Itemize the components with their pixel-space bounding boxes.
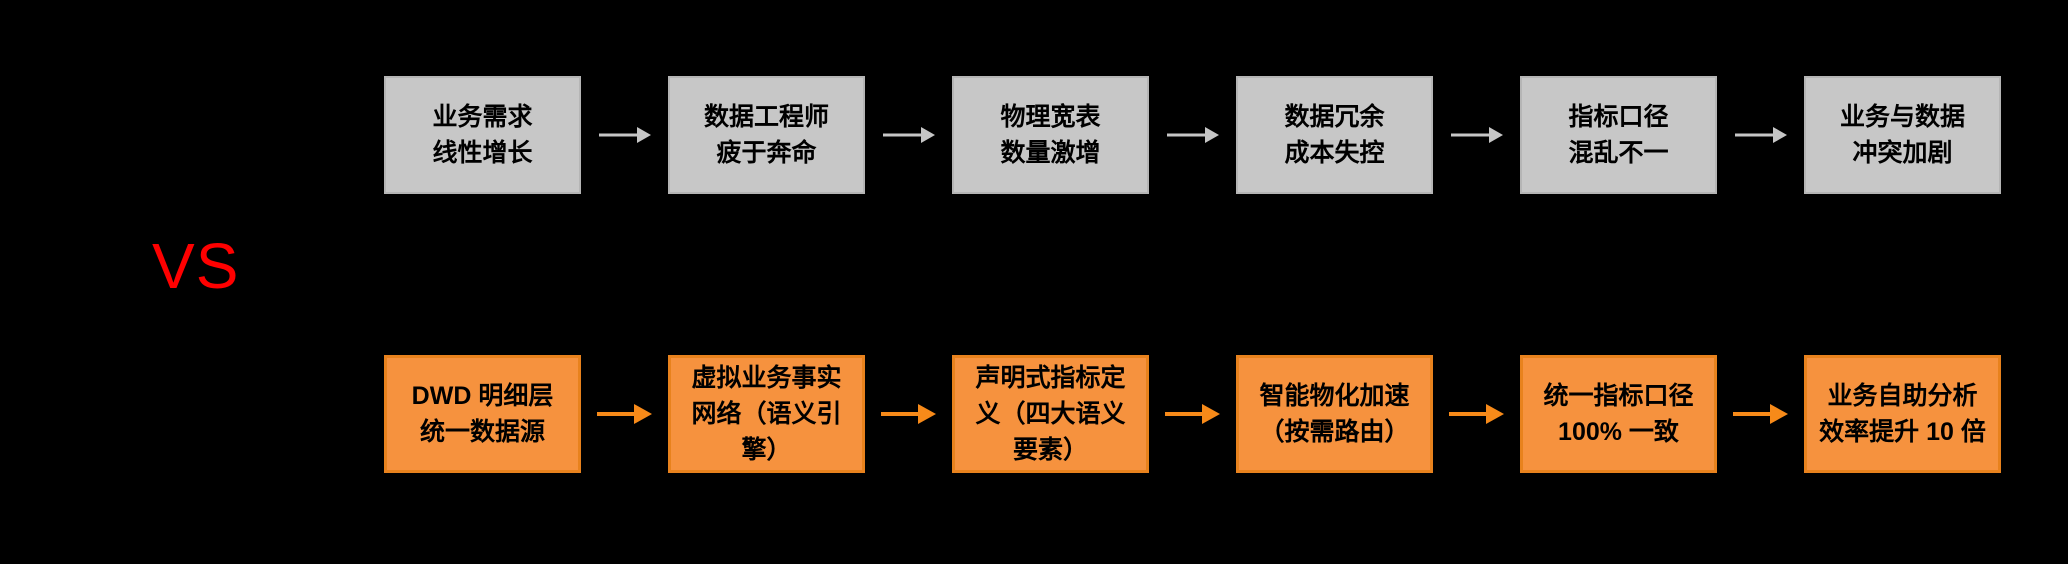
vs-label: VS: [152, 230, 240, 302]
old-flow-step-3-label: 物理宽表 数量激增: [1000, 102, 1101, 167]
new-flow-step-3: 声明式指标定 义（四大语义 要素）: [952, 355, 1149, 473]
new-flow-step-4: 智能物化加速 （按需路由）: [1236, 355, 1433, 473]
arrow-right-icon: [1717, 402, 1804, 426]
old-flow-step-2: 数据工程师 疲于奔命: [668, 76, 865, 194]
arrow-right-icon: [1433, 123, 1520, 147]
arrow-right-icon: [581, 123, 668, 147]
old-flow-step-6-label: 业务与数据 冲突加剧: [1839, 102, 1965, 167]
old-flow-step-4: 数据冗余 成本失控: [1236, 76, 1433, 194]
new-flow-step-6: 业务自助分析 效率提升 10 倍: [1804, 355, 2001, 473]
arrow-right-icon: [1433, 402, 1520, 426]
arrow-right-icon: [865, 402, 952, 426]
old-flow-row: 业务需求 线性增长 数据工程师 疲于奔命 物理宽表 数量激增 数据冗余 成本失控…: [384, 76, 2001, 194]
new-flow-row: DWD 明细层 统一数据源 虚拟业务事实 网络（语义引 擎） 声明式指标定 义（…: [384, 355, 2001, 473]
old-flow-step-4-label: 数据冗余 成本失控: [1284, 102, 1385, 167]
new-flow-step-6-label: 业务自助分析 效率提升 10 倍: [1819, 381, 1986, 446]
new-flow-step-5: 统一指标口径 100% 一致: [1520, 355, 1717, 473]
old-flow-step-1: 业务需求 线性增长: [384, 76, 581, 194]
old-flow-step-6: 业务与数据 冲突加剧: [1804, 76, 2001, 194]
new-flow-step-5-label: 统一指标口径 100% 一致: [1543, 381, 1694, 446]
arrow-right-icon: [1717, 123, 1804, 147]
arrow-right-icon: [1149, 402, 1236, 426]
new-flow-step-3-label: 声明式指标定 义（四大语义 要素）: [975, 363, 1126, 465]
old-flow-step-1-label: 业务需求 线性增长: [432, 102, 533, 167]
new-flow-step-2: 虚拟业务事实 网络（语义引 擎）: [668, 355, 865, 473]
new-flow-step-2-label: 虚拟业务事实 网络（语义引 擎）: [691, 363, 842, 465]
new-flow-step-1-label: DWD 明细层 统一数据源: [411, 381, 554, 446]
old-flow-step-5-label: 指标口径 混乱不一: [1568, 102, 1669, 167]
old-flow-step-3: 物理宽表 数量激增: [952, 76, 1149, 194]
arrow-right-icon: [865, 123, 952, 147]
arrow-right-icon: [1149, 123, 1236, 147]
old-flow-step-2-label: 数据工程师 疲于奔命: [703, 102, 829, 167]
new-flow-step-4-label: 智能物化加速 （按需路由）: [1259, 381, 1410, 446]
new-flow-step-1: DWD 明细层 统一数据源: [384, 355, 581, 473]
arrow-right-icon: [581, 402, 668, 426]
old-flow-step-5: 指标口径 混乱不一: [1520, 76, 1717, 194]
